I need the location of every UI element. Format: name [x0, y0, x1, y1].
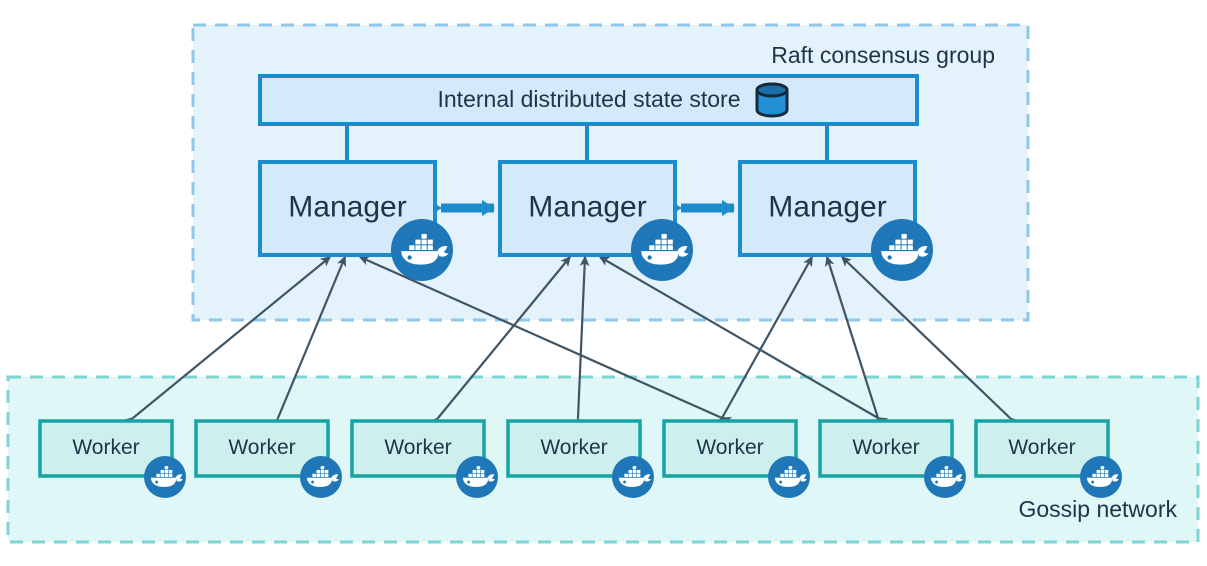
worker-manager-link: [270, 255, 347, 429]
database-cylinder-icon: [755, 82, 789, 118]
worker-box[interactable]: [818, 419, 954, 478]
worker-label: Worker: [228, 436, 295, 459]
worker-node[interactable]: Worker: [974, 419, 1122, 498]
worker-node[interactable]: Worker: [818, 419, 966, 498]
worker-node[interactable]: Worker: [350, 419, 498, 498]
manager-label: Manager: [528, 190, 646, 223]
manager-label: Manager: [768, 190, 886, 223]
internal-state-store[interactable]: Internal distributed state store: [258, 74, 919, 126]
manager-label: Manager: [288, 190, 406, 223]
worker-node[interactable]: Worker: [194, 419, 342, 498]
state-store-label: Internal distributed state store: [438, 86, 741, 112]
worker-node[interactable]: Worker: [506, 419, 654, 498]
state-store-box[interactable]: [258, 74, 919, 126]
manager-node[interactable]: Manager: [738, 160, 933, 281]
worker-label: Worker: [72, 436, 139, 459]
gossip-links: [122, 255, 1020, 429]
manager-node[interactable]: Manager: [498, 160, 693, 281]
store-connectors: [345, 124, 829, 162]
worker-node[interactable]: Worker: [38, 419, 186, 498]
worker-box[interactable]: [38, 419, 174, 478]
worker-manager-link: [840, 255, 1020, 428]
worker-label: Worker: [1008, 436, 1075, 459]
gossip-zone-label: Gossip network: [1018, 496, 1177, 522]
worker-label: Worker: [696, 436, 763, 459]
worker-label: Worker: [540, 436, 607, 459]
worker-label: Worker: [384, 436, 451, 459]
raft-zone-label: Raft consensus group: [771, 42, 995, 68]
worker-node[interactable]: Worker: [662, 419, 810, 498]
manager-node[interactable]: Manager: [258, 160, 453, 281]
worker-label: Worker: [852, 436, 919, 459]
